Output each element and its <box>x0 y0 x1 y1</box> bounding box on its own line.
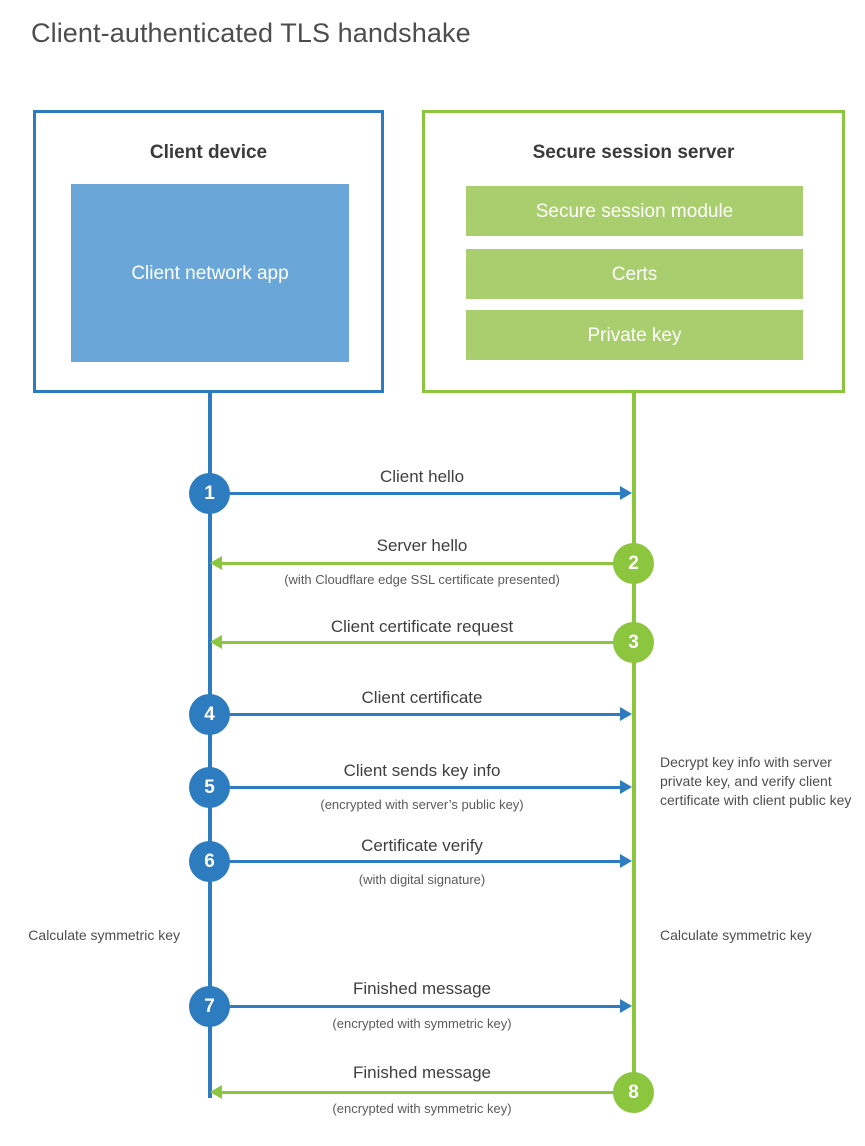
step-5-arrow-head-icon <box>620 780 632 794</box>
step-6-circle[interactable]: 6 <box>189 841 230 882</box>
server-calculate-symmetric-key-note: Calculate symmetric key <box>660 927 812 943</box>
step-8-label: Finished message <box>353 1063 491 1082</box>
step-3-arrow-head-icon <box>210 635 222 649</box>
page-title: Client-authenticated TLS handshake <box>31 18 471 48</box>
secure-session-server-box: Secure session server Secure session mod… <box>422 110 845 393</box>
step-6-arrow-head-icon <box>620 854 632 868</box>
server-lifeline <box>632 393 636 1092</box>
step-7-label: Finished message <box>353 979 491 998</box>
step-5-label: Client sends key info <box>343 761 501 780</box>
step-4-label: Client certificate <box>361 688 483 707</box>
step-2-label: Server hello <box>376 536 468 555</box>
step-1-circle[interactable]: 1 <box>189 473 230 514</box>
step-6-sublabel: (with digital signature) <box>358 872 486 887</box>
step-2-arrow-head-icon <box>210 556 222 570</box>
step-5-arrow-line <box>210 786 622 789</box>
secure-session-server-title: Secure session server <box>532 142 735 163</box>
step-8-arrow-line <box>222 1091 634 1094</box>
certs-block: Certs <box>466 249 803 299</box>
step-7-circle[interactable]: 7 <box>189 986 230 1027</box>
secure-session-module-block: Secure session module <box>466 186 803 236</box>
step-8-circle[interactable]: 8 <box>613 1072 654 1113</box>
step-1-arrow-head-icon <box>620 486 632 500</box>
client-lifeline <box>208 393 212 1098</box>
step-3-circle[interactable]: 3 <box>613 622 654 663</box>
step-2-circle[interactable]: 2 <box>613 543 654 584</box>
step-7-arrow-head-icon <box>620 999 632 1013</box>
step-1-label: Client hello <box>379 467 465 486</box>
client-device-box: Client device Client network app <box>33 110 384 393</box>
step-4-arrow-head-icon <box>620 707 632 721</box>
step-6-arrow-line <box>210 860 622 863</box>
step-3-label: Client certificate request <box>330 617 514 636</box>
step-3-arrow-line <box>222 641 634 644</box>
step-2-arrow-line <box>222 562 634 565</box>
step-8-sublabel: (encrypted with symmetric key) <box>332 1101 512 1116</box>
step-1-arrow-line <box>210 492 622 495</box>
step-8-arrow-head-icon <box>210 1085 222 1099</box>
private-key-block: Private key <box>466 310 803 360</box>
step-5-circle[interactable]: 5 <box>189 767 230 808</box>
step-7-sublabel: (encrypted with symmetric key) <box>332 1016 512 1031</box>
step-7-arrow-line <box>210 1005 622 1008</box>
client-calculate-symmetric-key-note: Calculate symmetric key <box>28 927 180 943</box>
step-5-sublabel: (encrypted with server’s public key) <box>320 797 524 812</box>
step-4-circle[interactable]: 4 <box>189 694 230 735</box>
server-decrypt-note: Decrypt key info with server private key… <box>660 754 852 808</box>
step-6-label: Certificate verify <box>361 836 483 855</box>
client-device-title: Client device <box>149 142 268 163</box>
step-4-arrow-line <box>210 713 622 716</box>
client-network-app-block: Client network app <box>71 184 349 362</box>
step-2-sublabel: (with Cloudflare edge SSL certificate pr… <box>284 572 560 587</box>
